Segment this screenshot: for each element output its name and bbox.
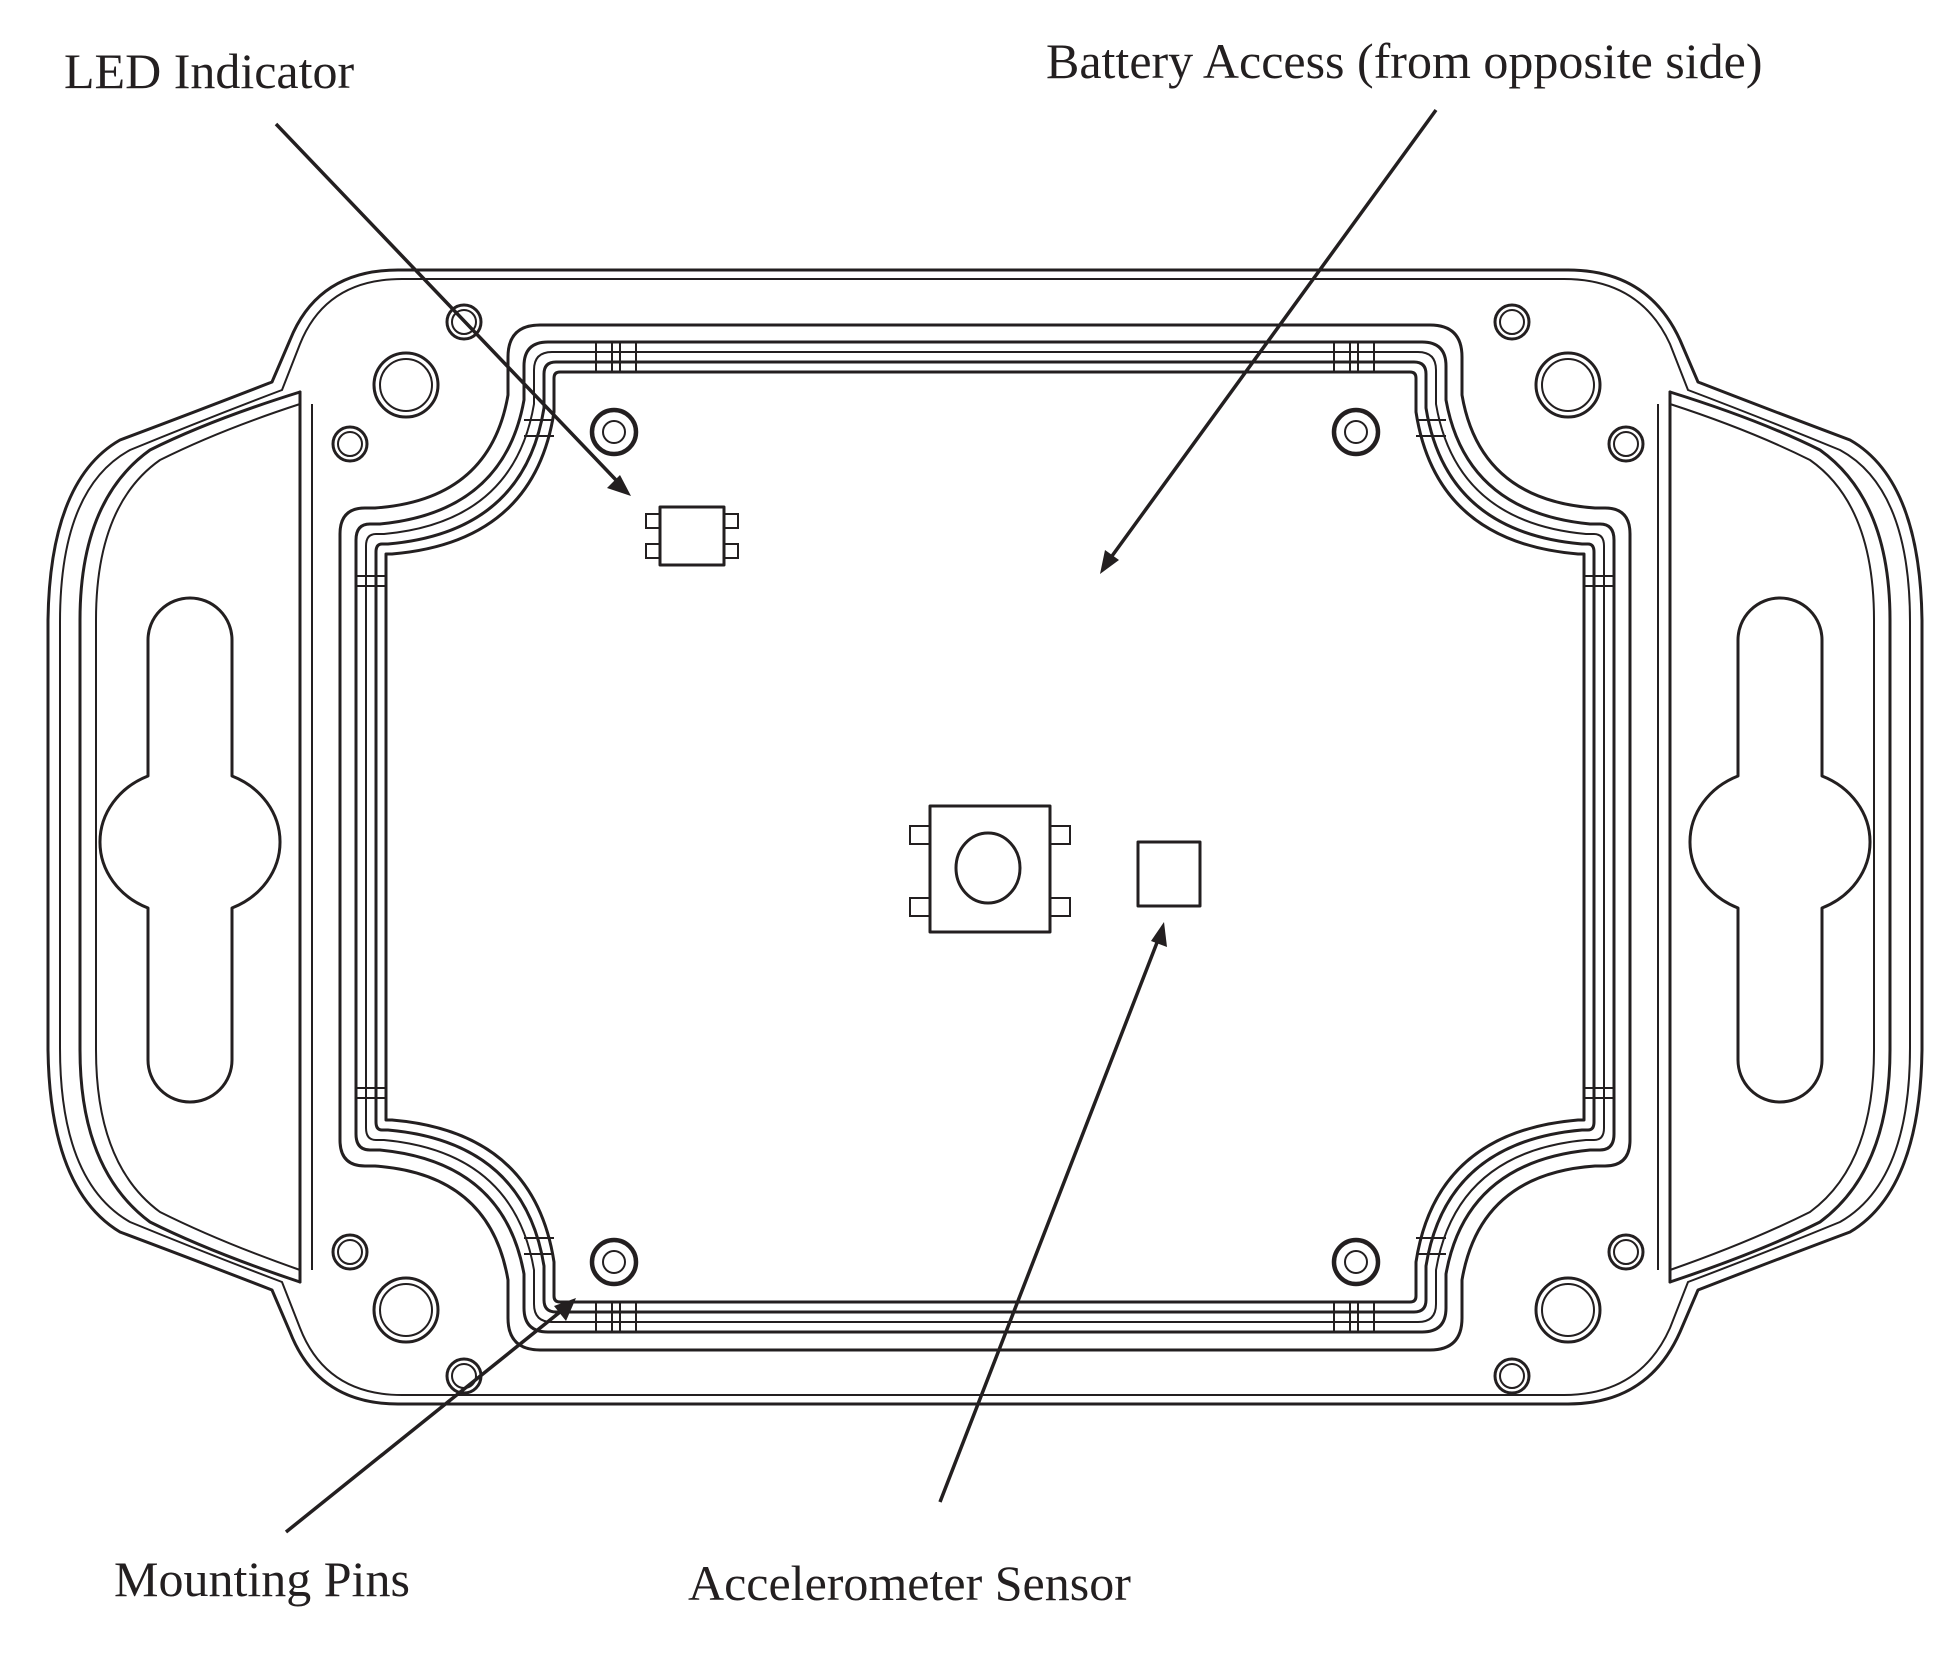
label-mounting-pins: Mounting Pins xyxy=(114,1551,410,1607)
mounting-pin-tr xyxy=(1331,407,1381,457)
push-button-pad-bl xyxy=(909,897,931,917)
left-flange-contour-inner xyxy=(95,403,301,1271)
led-pad-br xyxy=(723,543,739,559)
label-battery-access: Battery Access (from opposite side) xyxy=(1046,33,1762,89)
screw-hole-large-br-inner xyxy=(1541,1283,1595,1337)
screw-hole-small-bl-1-inner xyxy=(337,1239,363,1265)
screw-hole-small-tr-2-inner xyxy=(1613,431,1639,457)
enclosure-outline-inner xyxy=(59,278,1911,1396)
screw-hole-small-tl-1-inner xyxy=(451,309,477,335)
callout-labels: LED Indicator Battery Access (from oppos… xyxy=(64,33,1762,1611)
mounting-pins xyxy=(589,407,1381,1287)
mounting-pin-tl-inner xyxy=(602,420,626,444)
right-flange-contour-inner xyxy=(1669,403,1875,1271)
label-accelerometer-sensor: Accelerometer Sensor xyxy=(688,1555,1131,1611)
screw-hole-small-br-2-inner xyxy=(1499,1363,1525,1389)
mounting-pin-br-inner xyxy=(1344,1250,1368,1274)
leader-line-battery xyxy=(1110,108,1438,558)
screw-hole-large-bl xyxy=(372,1276,440,1344)
push-button-pad-tl xyxy=(909,825,931,845)
gasket-ring-2 xyxy=(365,351,1605,1323)
screw-hole-small-br-1 xyxy=(1607,1233,1645,1271)
push-button-body xyxy=(928,804,1052,934)
gasket-notch-top-right xyxy=(1333,342,1375,372)
screw-hole-small-tr-2 xyxy=(1607,425,1645,463)
left-keyhole-slot xyxy=(98,596,282,1104)
led-pad-tr xyxy=(723,513,739,529)
screw-hole-small-tl-1 xyxy=(445,303,483,341)
mounting-pin-tr-inner xyxy=(1344,420,1368,444)
gasket-notch-bottom-left xyxy=(595,1302,637,1332)
screw-hole-large-tl-inner xyxy=(379,358,433,412)
push-button-pad-br xyxy=(1049,897,1071,917)
screw-hole-large-bl-inner xyxy=(379,1283,433,1337)
leader-arrowhead-led xyxy=(607,475,631,496)
screw-hole-small-tr-1 xyxy=(1493,303,1531,341)
screw-hole-large-tr-inner xyxy=(1541,358,1595,412)
mounting-pin-br xyxy=(1331,1237,1381,1287)
enclosure-body xyxy=(46,268,1924,1406)
gasket-ring-1 xyxy=(354,340,1616,1334)
screw-hole-small-br-2 xyxy=(1493,1357,1531,1395)
led-pad-bl xyxy=(645,543,661,559)
screw-hole-small-tl-2 xyxy=(331,425,369,463)
enclosure-outline xyxy=(46,268,1924,1406)
led-indicator-component xyxy=(645,505,739,567)
leader-arrowhead-battery xyxy=(1100,550,1119,574)
screw-hole-large-br xyxy=(1534,1276,1602,1344)
push-button-actuator xyxy=(954,831,1022,905)
push-button-component xyxy=(909,804,1071,934)
leader-line-mounting xyxy=(284,1310,562,1534)
inner-panel xyxy=(384,370,1586,1304)
screw-hole-small-br-1-inner xyxy=(1613,1239,1639,1265)
screw-hole-large-tl xyxy=(372,351,440,419)
leader-arrowhead-mounting xyxy=(554,1298,576,1321)
mounting-pin-bl-inner xyxy=(602,1250,626,1274)
gasket-ring-3 xyxy=(374,360,1596,1314)
gasket-notch-left xyxy=(356,575,386,1099)
screw-hole-small-bl-1 xyxy=(331,1233,369,1271)
leader-line-led xyxy=(274,122,618,482)
gasket-notch-top-left xyxy=(595,342,637,372)
leader-line-accelerometer xyxy=(938,939,1160,1503)
leader-arrowhead-accelerometer xyxy=(1151,922,1167,947)
right-keyhole-slot xyxy=(1688,596,1872,1104)
screw-holes xyxy=(331,303,1645,1395)
label-led-indicator: LED Indicator xyxy=(64,43,355,99)
screw-hole-small-tr-1-inner xyxy=(1499,309,1525,335)
gasket-notch-right xyxy=(1584,575,1614,1099)
screw-hole-large-tr xyxy=(1534,351,1602,419)
mounting-pin-bl xyxy=(589,1237,639,1287)
led-pad-tl xyxy=(645,513,661,529)
accelerometer-sensor-chip xyxy=(1136,840,1202,908)
push-button-pad-tr xyxy=(1049,825,1071,845)
leader-lines xyxy=(274,108,1438,1534)
gasket-notch-bottom-right xyxy=(1333,1302,1375,1332)
screw-hole-small-tl-2-inner xyxy=(337,431,363,457)
mounting-pin-tl xyxy=(589,407,639,457)
gasket-notch-corners xyxy=(524,419,1446,1255)
lid-frame-outer xyxy=(338,323,1632,1352)
led-body xyxy=(658,505,726,567)
right-flange-contour xyxy=(1668,390,1892,1284)
left-flange-contour xyxy=(78,390,302,1284)
